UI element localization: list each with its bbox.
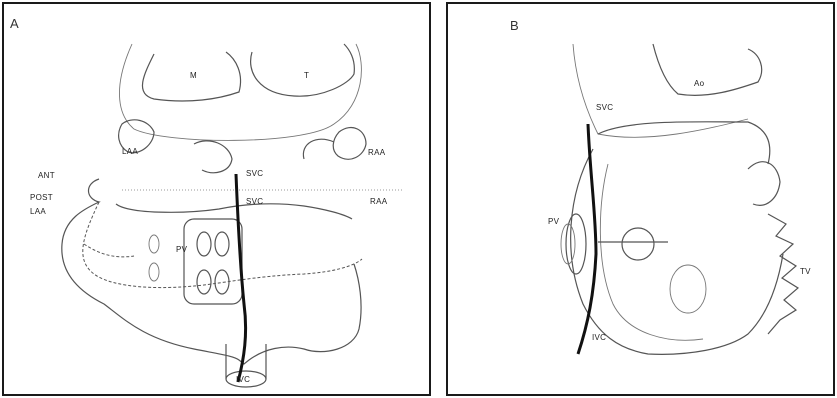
pulmonary-vein-1 xyxy=(197,232,211,256)
label-svc-lower: SVC xyxy=(246,197,263,206)
label-pv: PV xyxy=(176,245,188,254)
right-lobe xyxy=(748,162,780,206)
upper-chamber xyxy=(598,122,770,164)
catheter-line-b xyxy=(578,124,596,354)
aorta-outline xyxy=(653,44,762,95)
panel-a-diagram: A M T LAA RAA SVC ANT xyxy=(4,4,429,394)
label-b-ao: Ao xyxy=(694,79,705,88)
label-b-pv: PV xyxy=(548,217,560,226)
pulmonary-vein-2 xyxy=(215,232,229,256)
septal-target xyxy=(622,228,654,260)
label-laa: LAA xyxy=(122,147,138,156)
label-ivc: IVC xyxy=(236,375,250,384)
atrium-body xyxy=(116,204,352,219)
panel-b-letter: B xyxy=(510,18,519,33)
heart-outline xyxy=(571,149,783,354)
svc-outline xyxy=(573,44,748,137)
atrium-dashed-boundary xyxy=(83,202,362,288)
vessel-t-outline xyxy=(251,44,355,96)
right-atrial-appendage xyxy=(333,128,366,160)
label-t: T xyxy=(304,71,309,80)
label-b-tv: TV xyxy=(800,267,811,276)
pulmonary-vein-4 xyxy=(215,270,229,294)
pulmonary-vein-b-1 xyxy=(566,214,586,274)
pulmonary-vein-left-2 xyxy=(149,263,159,281)
label-raa-lower: RAA xyxy=(370,197,388,206)
label-post: POST xyxy=(30,193,53,202)
label-b-ivc: IVC xyxy=(592,333,606,342)
label-b-svc: SVC xyxy=(596,103,613,112)
label-ant: ANT xyxy=(38,171,55,180)
label-svc-upper: SVC xyxy=(246,169,263,178)
pulmonary-vein-3 xyxy=(197,270,211,294)
fossa-ovalis xyxy=(670,265,706,313)
label-m: M xyxy=(190,71,197,80)
pulmonary-vein-region xyxy=(184,219,242,304)
heart-lower-outline xyxy=(62,179,361,364)
lobe-upper-right xyxy=(303,139,334,159)
label-laa-lower: LAA xyxy=(30,207,46,216)
label-raa-upper: RAA xyxy=(368,148,386,157)
tricuspid-valve-edge xyxy=(768,214,798,334)
pulmonary-vein-b-2 xyxy=(561,224,575,264)
atrium-dashed-left xyxy=(84,244,134,257)
panel-a: A M T LAA RAA SVC ANT xyxy=(2,2,431,396)
panel-b: B SVC Ao PV TV IVC xyxy=(446,2,835,396)
panel-a-letter: A xyxy=(10,16,19,31)
panel-b-diagram: B SVC Ao PV TV IVC xyxy=(448,4,833,394)
lobe-upper-left xyxy=(194,141,232,173)
pulmonary-vein-left-1 xyxy=(149,235,159,253)
